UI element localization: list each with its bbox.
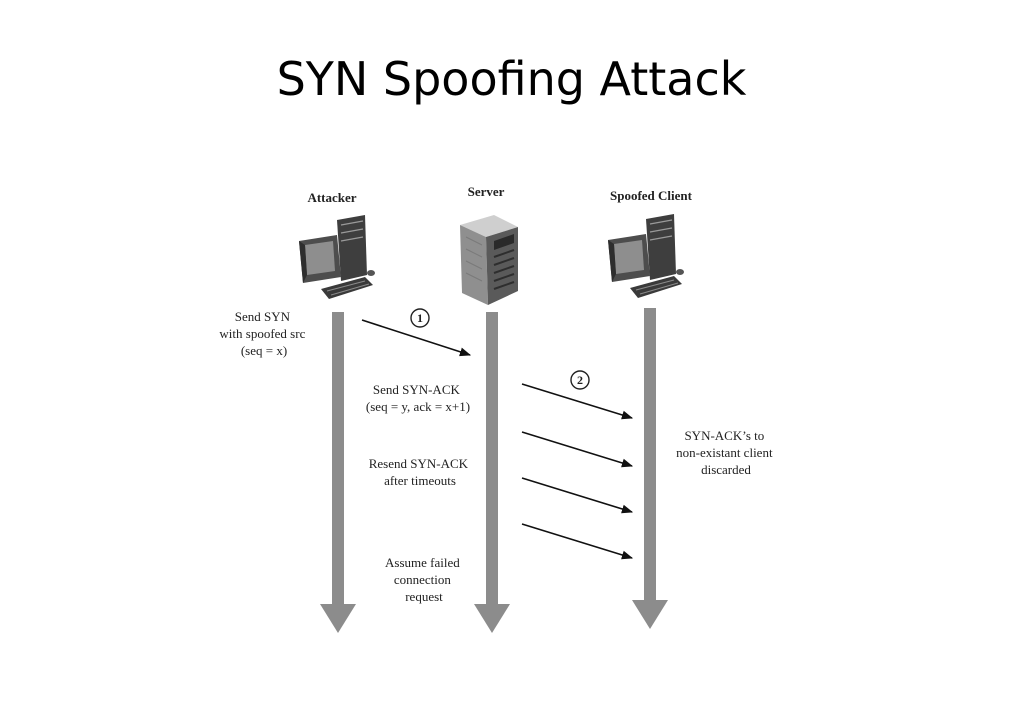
step-1-number: 1 <box>417 311 423 325</box>
send-synack-note: Send SYN-ACK (seq = y, ack = x+1) <box>366 382 470 414</box>
attacker-label: Attacker <box>307 190 356 205</box>
send-syn-note: Send SYN with spoofed src (seq = x) <box>219 309 308 358</box>
resend-synack-arrow-1 <box>521 431 634 468</box>
step-1-badge: 1 <box>410 308 430 328</box>
attacker-computer-icon <box>299 215 375 299</box>
syn-message-arrow <box>361 319 472 357</box>
resend-synack-arrow-2 <box>521 477 634 514</box>
assume-failed-note: Assume failed connection request <box>385 555 463 604</box>
resend-synack-note: Resend SYN-ACK after timeouts <box>369 456 472 488</box>
discarded-note: SYN-ACK’s to non-existant client discard… <box>676 428 776 477</box>
synack-message-arrow <box>521 383 634 420</box>
server-lifeline <box>474 312 510 633</box>
spoofed-client-lifeline <box>632 308 668 629</box>
slide-title: SYN Spoofing Attack <box>276 52 747 106</box>
step-2-badge: 2 <box>570 370 590 390</box>
spoofed-client-computer-icon <box>608 214 684 298</box>
attacker-lifeline <box>320 312 356 633</box>
step-2-number: 2 <box>577 373 583 387</box>
spoofed-client-label: Spoofed Client <box>610 188 693 203</box>
resend-synack-arrow-3 <box>521 523 634 560</box>
server-label: Server <box>468 184 505 199</box>
server-tower-icon <box>460 215 518 305</box>
